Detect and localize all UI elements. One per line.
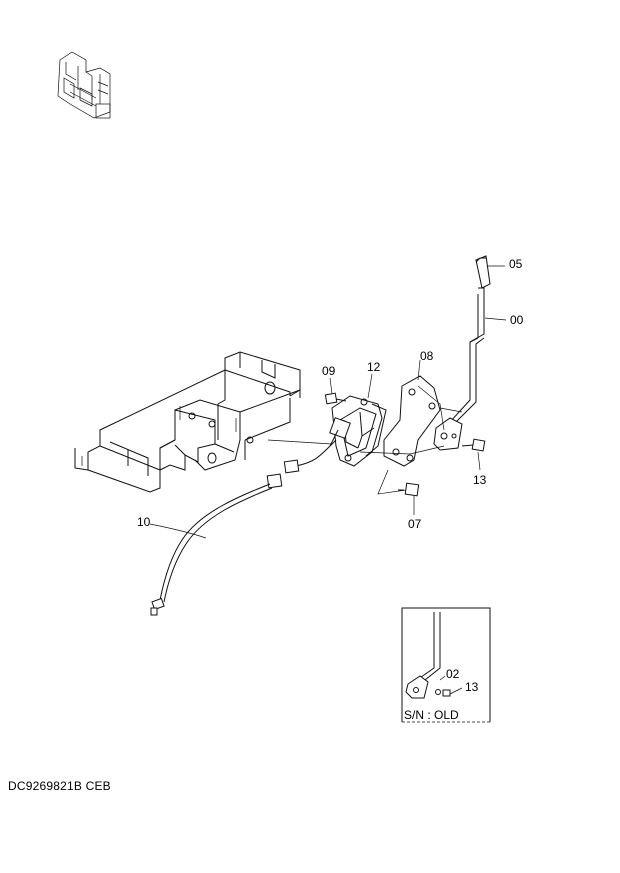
label-00: 00	[510, 313, 524, 327]
bolt-13	[461, 438, 486, 452]
document-code: DC9269821B CEB	[8, 779, 111, 793]
plate-bracket	[383, 375, 441, 467]
harness-cable	[150, 439, 337, 616]
inset-label-13: 13	[465, 680, 479, 694]
locator-thumbnail-icon	[57, 51, 111, 119]
inset-detail: 02 13 S/N : OLD	[401, 607, 491, 723]
label-05: 05	[509, 257, 523, 271]
bolt-07	[398, 482, 420, 497]
mounting-frame	[74, 351, 301, 493]
inset-label-02: 02	[446, 667, 460, 681]
assembly-guide-lines	[267, 385, 463, 495]
switch-unit	[329, 395, 387, 467]
label-09: 09	[322, 364, 336, 378]
label-07: 07	[408, 517, 422, 531]
label-13: 13	[473, 473, 487, 487]
label-12: 12	[367, 360, 381, 374]
lever-assembly	[433, 255, 491, 451]
label-10: 10	[137, 515, 151, 529]
inset-caption: S/N : OLD	[404, 708, 459, 722]
label-08: 08	[420, 349, 434, 363]
bolt-09	[324, 392, 347, 405]
leader-lines	[149, 265, 507, 539]
